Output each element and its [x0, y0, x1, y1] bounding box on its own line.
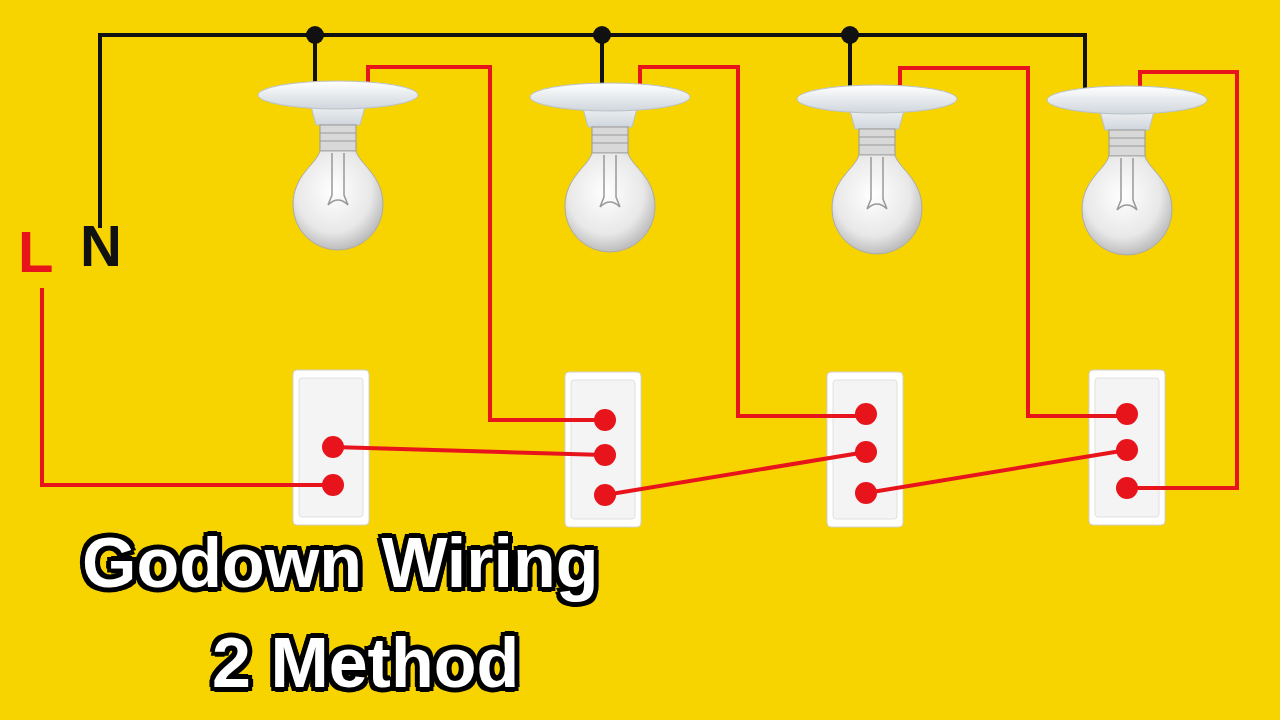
caption-text: 2 Method	[212, 628, 519, 698]
neutral-label: N	[80, 212, 122, 279]
title-text: Godown Wiring	[82, 528, 599, 598]
phase-label: L	[18, 218, 53, 285]
